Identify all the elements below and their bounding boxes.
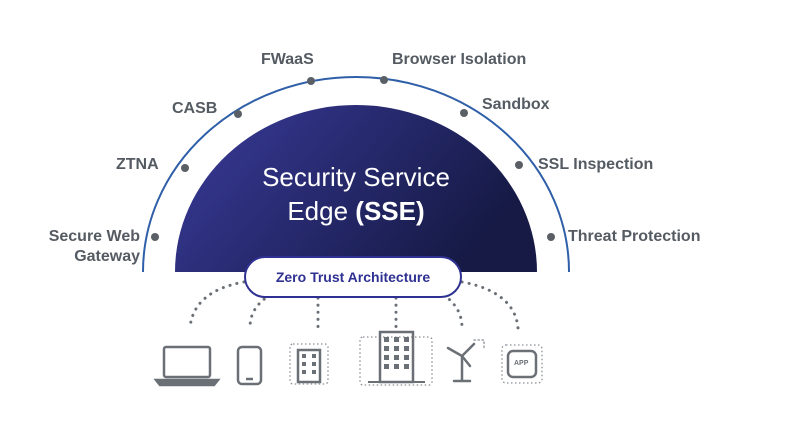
large-building-icon [359, 330, 433, 386]
dot-threat-protection [547, 233, 555, 241]
label-secure-web-gateway: Secure Web Gateway [28, 227, 140, 267]
wind-turbine-icon [446, 339, 485, 383]
label-ssl-inspection: SSL Inspection [538, 156, 654, 173]
connector-laptop [188, 280, 246, 330]
dot-sandbox [460, 109, 468, 117]
sse-title-line1: Security Service [262, 162, 450, 192]
sse-title-line2: Edge (SSE) [200, 194, 512, 228]
laptop-icon [153, 345, 221, 387]
sse-title-prefix: Edge [287, 196, 356, 226]
zero-trust-architecture-box: Zero Trust Architecture [244, 256, 462, 298]
label-secure-web-gateway-line1: Secure Web [48, 228, 140, 245]
dot-fwaas [307, 77, 315, 85]
dot-browser-isolation [380, 76, 388, 84]
connector-app [460, 280, 520, 330]
dot-secure-web-gateway [151, 233, 159, 241]
phone-icon [236, 345, 263, 386]
office-building-icon [289, 343, 329, 385]
dot-casb [234, 110, 242, 118]
sse-dome [175, 105, 537, 272]
label-browser-isolation: Browser Isolation [392, 51, 527, 68]
label-threat-protection: Threat Protection [568, 228, 701, 245]
app-icon [501, 344, 543, 384]
connector-turbine [442, 293, 464, 330]
label-ztna: ZTNA [116, 156, 159, 173]
label-secure-web-gateway-line2: Gateway [74, 248, 140, 265]
zero-trust-architecture-label: Zero Trust Architecture [275, 269, 431, 285]
app-icon-label: APP [514, 360, 529, 367]
label-casb: CASB [172, 100, 218, 117]
outer-arc [142, 76, 570, 273]
dot-ztna [181, 164, 189, 172]
label-sandbox: Sandbox [482, 96, 550, 113]
sse-title-abbrev: (SSE) [355, 196, 425, 226]
dot-ssl-inspection [515, 161, 523, 169]
arc-dots [151, 76, 555, 241]
connector-phone [248, 293, 272, 330]
sse-title: Security Service Edge (SSE) [200, 160, 512, 228]
device-connectors [188, 280, 520, 332]
label-fwaas: FWaaS [261, 51, 314, 68]
